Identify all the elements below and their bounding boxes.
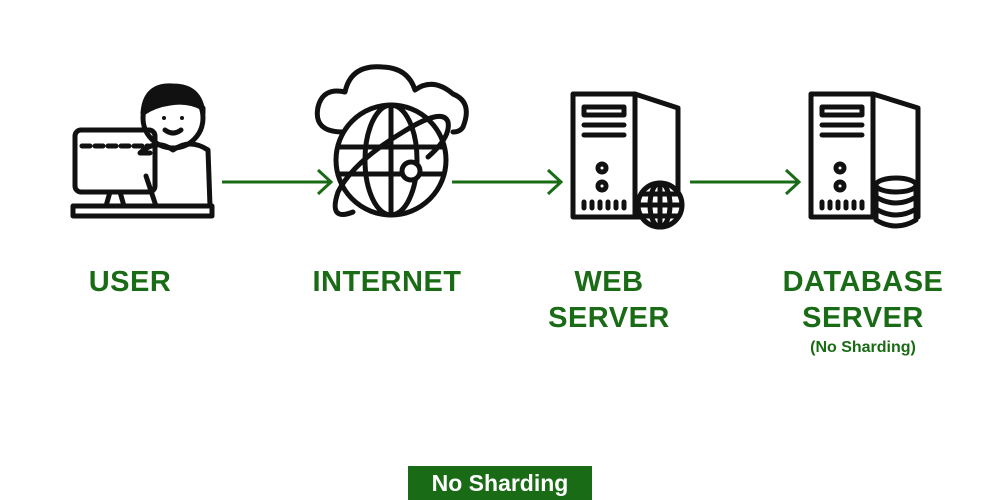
node-label-web-server: WEB SERVER [519, 264, 699, 336]
node-label-line: SERVER [802, 302, 924, 334]
arrow-internet-to-web-server [452, 168, 564, 203]
web-server-icon [570, 90, 690, 230]
node-label-internet: INTERNET [297, 264, 477, 300]
node-label-database-server: DATABASE SERVER (No Sharding) [758, 264, 968, 360]
node-label-line: INTERNET [312, 266, 462, 298]
node-sublabel: (No Sharding) [810, 339, 916, 356]
arrow-user-to-internet [222, 168, 334, 203]
node-label-line: USER [88, 266, 172, 298]
arrow-web-server-to-database-server [690, 168, 802, 203]
database-server-icon [808, 90, 928, 230]
node-label-line: SERVER [548, 302, 670, 334]
caption-badge: No Sharding [408, 466, 592, 500]
node-label-line: DATABASE [782, 266, 944, 298]
user-at-computer-icon [70, 78, 215, 220]
node-label-line: WEB [574, 266, 644, 298]
node-label-user: USER [40, 264, 220, 300]
globe-cloud-icon [313, 62, 473, 222]
